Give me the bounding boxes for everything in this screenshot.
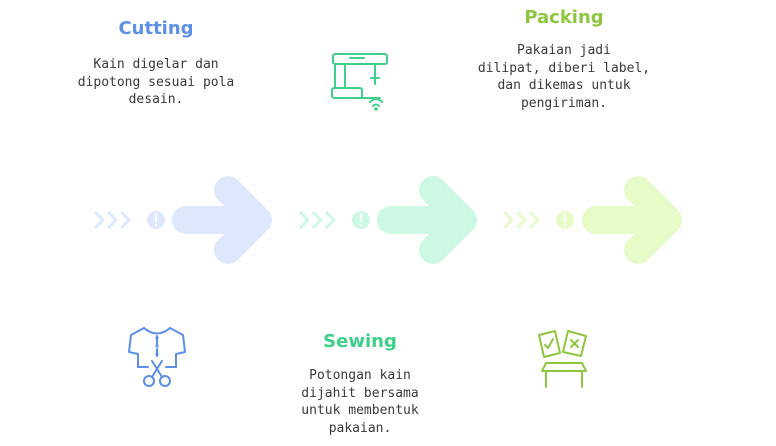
shirt-scissors-icon bbox=[128, 327, 186, 387]
sewing-desc-line: dijahit bersama bbox=[301, 385, 419, 401]
sewing-machine-icon bbox=[331, 53, 388, 111]
cutting-desc-line: dipotong sesuai pola bbox=[77, 74, 235, 90]
sewing-desc-line: Potongan kain bbox=[309, 368, 411, 383]
packing-title: Packing bbox=[524, 7, 604, 28]
cutting-desc-line: desain. bbox=[128, 92, 184, 107]
arrow-packing bbox=[503, 176, 682, 264]
cutting-title: Cutting bbox=[118, 18, 194, 39]
packing-desc-line: pengiriman. bbox=[520, 95, 608, 111]
packing-desc-line: dan dikemas untuk bbox=[497, 78, 631, 93]
sewing-description: Potongan kain dijahit bersama untuk memb… bbox=[250, 367, 470, 437]
sewing-desc-line: untuk membentuk bbox=[301, 403, 419, 418]
packing-desc-line: Pakaian jadi bbox=[517, 43, 611, 58]
cutting-desc-line: Kain digelar dan bbox=[93, 57, 219, 72]
cutting-description: Kain digelar dan dipotong sesuai pola de… bbox=[46, 56, 266, 109]
packing-box-icon bbox=[538, 330, 587, 388]
packing-desc-line: dilipat, diberi label, bbox=[477, 60, 651, 76]
packing-description: Pakaian jadi dilipat, diberi label, dan … bbox=[454, 42, 674, 112]
arrow-cutting bbox=[94, 176, 272, 264]
arrow-sewing bbox=[299, 176, 477, 264]
sewing-desc-line: pakaian. bbox=[328, 420, 392, 436]
sewing-title: Sewing bbox=[323, 331, 397, 352]
